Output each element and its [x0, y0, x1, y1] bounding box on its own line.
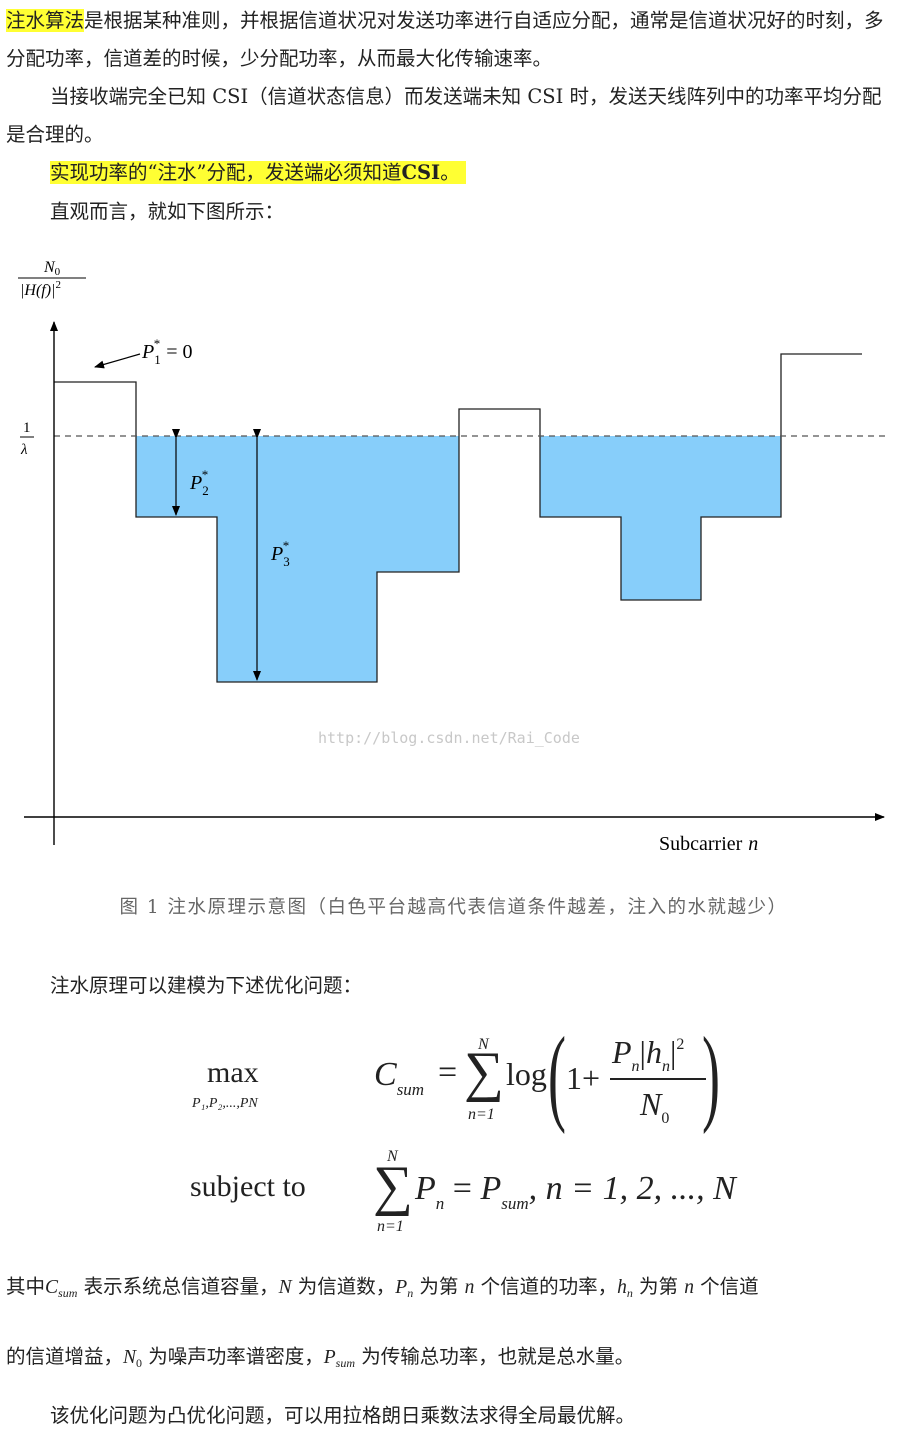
sum-sign: ∑	[464, 1041, 504, 1103]
st-sum-top: N	[387, 1148, 398, 1165]
highlight-csi: CSI	[401, 161, 441, 184]
water-region-right	[540, 436, 781, 600]
paragraph-figure-intro: 直观而言，就如下图所示：	[50, 200, 285, 223]
watermark: http://blog.csdn.net/Rai_Code	[318, 729, 580, 747]
subject-to: subject to	[190, 1170, 306, 1203]
def-text: 为传输总功率，也就是总水量。	[355, 1345, 635, 1368]
highlight-period: 。	[440, 161, 460, 184]
equals-sign: =	[438, 1054, 458, 1091]
constraint-expression: Pn = Psum, n = 1, 2, ..., N	[415, 1170, 736, 1213]
paragraph-definitions-1: 其中Csum 表示系统总信道容量，N 为信道数，Pn 为第 n 个信道的功率，h…	[6, 1268, 901, 1312]
st-sum-bottom: n=1	[377, 1218, 404, 1235]
left-paren: (	[548, 1016, 566, 1135]
paragraph-intro: 注水算法是根据某种准则，并根据信道状况对发送功率进行自适应分配，通常是信道状况好…	[6, 2, 901, 78]
water-region-left	[136, 436, 459, 682]
max-subscript: P₁,P₂,...,PN	[192, 1096, 258, 1111]
p2-label: P2*	[189, 467, 209, 498]
svg-text:1: 1	[23, 420, 31, 436]
def-n: N	[278, 1277, 292, 1298]
def-text: 个信道	[693, 1275, 759, 1298]
p3-label: P3*	[270, 538, 290, 569]
fraction-denominator: N0	[640, 1086, 670, 1127]
p1-arrow	[94, 353, 141, 369]
def-h-sub: n	[626, 1286, 633, 1300]
sum-top: N	[478, 1036, 489, 1053]
svg-text:N0: N0	[43, 259, 61, 278]
highlight-sentence: 实现功率的“注水”分配，发送端必须知道CSI。	[50, 161, 466, 184]
def-text: 其中	[6, 1275, 46, 1298]
def-h: h	[617, 1277, 627, 1298]
highlight-text: 实现功率的“注水”分配，发送端必须知道	[50, 161, 402, 184]
svg-text:λ: λ	[20, 442, 28, 458]
paragraph-conclusion: 该优化问题为凸优化问题，可以用拉格朗日乘数法求得全局最优解。	[50, 1404, 636, 1427]
st-sum-sign: ∑	[373, 1155, 413, 1217]
def-n-index: n	[684, 1277, 694, 1298]
def-n-index: n	[464, 1277, 475, 1298]
water-filling-figure: N0 |H(f)|2 1 λ P1*= 0 P2* P3* http://blo…	[18, 259, 890, 855]
def-p-sub: n	[407, 1286, 414, 1300]
right-paren: )	[702, 1016, 720, 1135]
def-text: 表示系统总信道容量，	[77, 1275, 279, 1298]
fraction-numerator: Pn|hn|2	[612, 1034, 685, 1075]
def-n0-sub: 0	[136, 1356, 143, 1370]
optimization-formula: max P₁,P₂,...,PN Csum = N ∑ n=1 log ( ) …	[0, 1016, 907, 1250]
def-n0: N	[123, 1347, 137, 1368]
def-c-sub: sum	[58, 1286, 78, 1300]
intro-text: 是根据某种准则，并根据信道状况对发送功率进行自适应分配，通常是信道状况好的时刻，…	[6, 9, 884, 70]
paragraph-highlight: 实现功率的“注水”分配，发送端必须知道CSI。	[6, 154, 901, 192]
p1-label: P1*= 0	[141, 336, 193, 367]
figure-caption: 图 1 注水原理示意图（白色平台越高代表信道条件越差，注入的水就越少）	[119, 897, 788, 918]
def-c: C	[45, 1277, 59, 1298]
fraction-bar	[610, 1078, 706, 1080]
log-operator: log	[506, 1056, 547, 1092]
one-plus: 1+	[566, 1060, 601, 1096]
capacity-symbol: Csum	[374, 1056, 425, 1099]
y-axis-label: N0 |H(f)|2	[18, 259, 86, 299]
water-level-label: 1 λ	[20, 420, 34, 458]
def-p: P	[395, 1277, 408, 1298]
def-text: 的信道增益，	[6, 1345, 124, 1368]
paragraph-definitions-2: 的信道增益，N0 为噪声功率谱密度，Psum 为传输总功率，也就是总水量。	[6, 1338, 901, 1382]
def-text: 为信道数，	[291, 1275, 396, 1298]
sum-bottom: n=1	[468, 1106, 495, 1123]
paragraph-model: 注水原理可以建模为下述优化问题：	[50, 974, 363, 997]
channel-profile	[54, 353, 862, 683]
def-text: 个信道的功率，	[474, 1275, 618, 1298]
def-psum-sub: sum	[335, 1356, 355, 1370]
def-psum: P	[323, 1347, 336, 1368]
svg-text:|H(f)|2: |H(f)|2	[20, 279, 61, 299]
def-text: 为噪声功率谱密度，	[142, 1345, 324, 1368]
paragraph-csi: 当接收端完全已知 CSI（信道状态信息）而发送端未知 CSI 时，发送天线阵列中…	[6, 85, 882, 146]
def-text: 为第	[632, 1275, 685, 1298]
max-operator: max	[207, 1056, 259, 1089]
highlight-term: 注水算法	[6, 9, 85, 32]
def-text: 为第	[413, 1275, 465, 1298]
